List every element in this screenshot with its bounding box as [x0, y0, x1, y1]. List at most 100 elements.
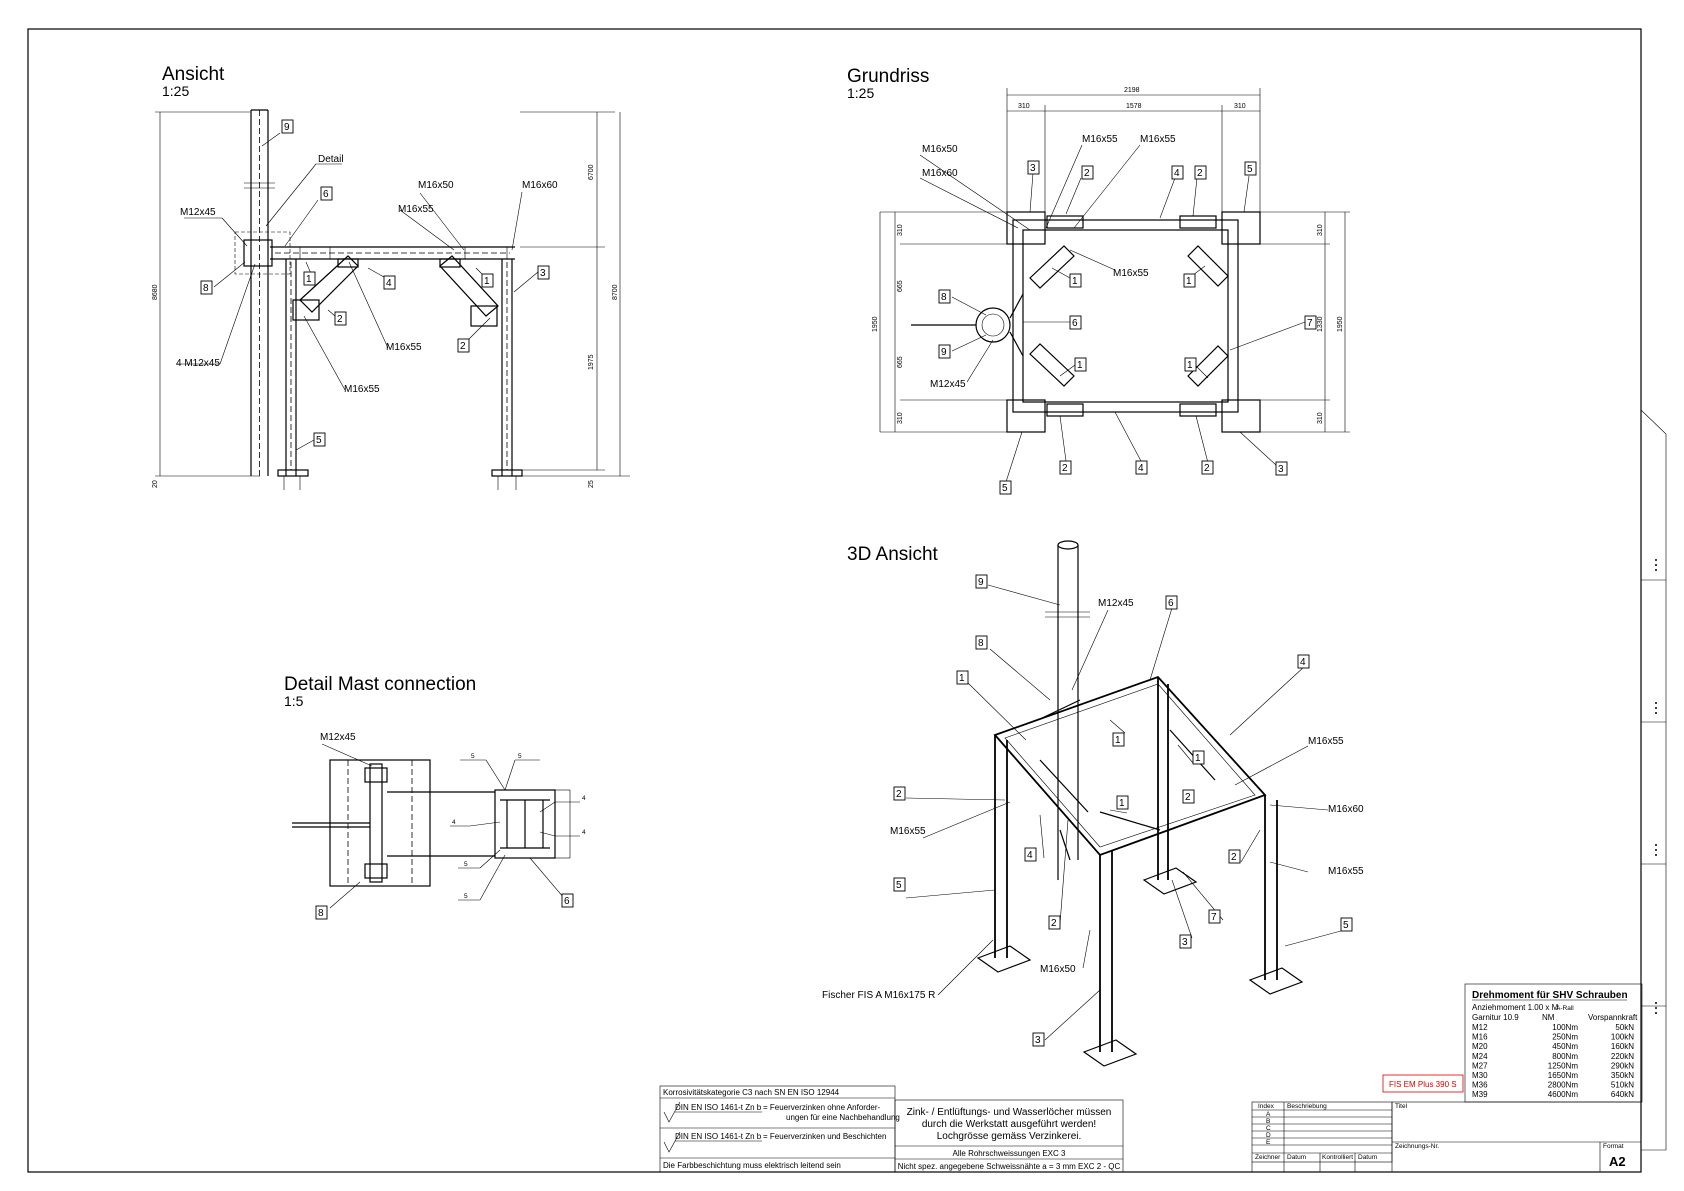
rev-e: E	[1266, 1139, 1271, 1146]
weld-5a: 5	[471, 753, 475, 760]
side-tabs	[1640, 409, 1667, 1151]
rev-datum2: Datum	[1358, 1154, 1377, 1161]
pos-4: 4	[386, 278, 392, 289]
dim-8680: 8680	[152, 284, 159, 300]
dim-310-left-a: 310	[897, 224, 904, 236]
iso-title: 3D Ansicht	[847, 544, 939, 565]
torque-cell: 800Nm	[1552, 1052, 1578, 1061]
adhesive-stamp: FIS EM Plus 390 S	[1382, 1074, 1464, 1093]
pos-6: 6	[1072, 318, 1078, 329]
note-din1-ref: DIN EN ISO 1461-t Zn b	[675, 1103, 762, 1112]
rev-d: D	[1266, 1132, 1271, 1139]
grundriss-frame	[911, 211, 1261, 433]
torque-cell: 50kN	[1615, 1023, 1634, 1032]
revision-table: Index Beschriebung A B C D E Zeichner Da…	[1251, 1101, 1393, 1172]
pos-1b: 1	[484, 276, 490, 287]
grundriss-title: Grundriss	[847, 66, 929, 87]
pos-3a: 3	[1030, 163, 1036, 174]
note-din1-text2: ungen für eine Nachbehandlung	[786, 1113, 900, 1122]
dim-1578: 1578	[1126, 103, 1142, 110]
iso-m16x55-a: M16x55	[1308, 736, 1344, 747]
weld-4b: 4	[582, 829, 586, 836]
torque-cell: M12	[1472, 1023, 1488, 1032]
rev-a: A	[1266, 1111, 1271, 1118]
tb-titel: Titel	[1395, 1103, 1408, 1110]
grundriss-scale: 1:25	[847, 85, 874, 101]
pos-8: 8	[978, 638, 984, 649]
detail-scale: 1:5	[284, 693, 304, 709]
dim-310-right-b: 310	[1317, 412, 1324, 424]
pos-3: 3	[540, 268, 546, 279]
weld-5c: 5	[464, 861, 468, 868]
dim-1975: 1975	[588, 354, 595, 370]
grundriss-m16x55-c: M16x55	[1113, 268, 1149, 279]
pos-6: 6	[1168, 598, 1174, 609]
dim-1950-right: 1950	[1337, 316, 1344, 332]
pos-1a: 1	[1072, 276, 1078, 287]
pos-6: 6	[323, 189, 329, 200]
torque-cell: 160kN	[1611, 1042, 1634, 1051]
view-grundriss: Grundriss 1:25	[847, 66, 1350, 495]
note-zink-1: Zink- / Entlüftungs- und Wasserlöcher mü…	[907, 1107, 1112, 1118]
rev-zeichner: Zeichner	[1255, 1154, 1281, 1161]
torque-cell: 100Nm	[1552, 1023, 1578, 1032]
dim-1330: 1330	[1317, 316, 1324, 332]
note-exc: Alle Rohrschweissungen EXC 3	[953, 1149, 1066, 1158]
pos-1b: 1	[1186, 276, 1192, 287]
dim-665-b: 665	[897, 356, 904, 368]
dim-310-left-b: 310	[897, 412, 904, 424]
ansicht-position-marks: 9 6 8 1 4 1 2 3 2 5	[200, 119, 550, 447]
ansicht-m16x55-b: M16x55	[386, 342, 422, 353]
rev-datum: Datum	[1287, 1154, 1306, 1161]
tab-dots	[1655, 559, 1657, 1014]
dim-25: 25	[588, 480, 595, 488]
grundriss-m16x55-a: M16x55	[1082, 134, 1118, 145]
pos-2a: 2	[337, 314, 343, 325]
torque-cell: M36	[1472, 1081, 1488, 1090]
weld-4a: 4	[582, 795, 586, 802]
view-detail-mast-connection: Detail Mast connection 1:5	[284, 674, 586, 920]
torque-cell: 4600Nm	[1548, 1090, 1579, 1099]
iso-m16x60: M16x60	[1328, 804, 1364, 815]
pos-4a: 4	[1174, 168, 1180, 179]
torque-table: Drehmoment für SHV Schrauben Anziehmomen…	[1464, 983, 1643, 1103]
pos-1a: 1	[306, 274, 312, 285]
note-zink-2: durch die Werkstatt ausgeführt werden!	[922, 1119, 1096, 1130]
view-ansicht: Ansicht 1:25	[152, 64, 630, 490]
ansicht-m16x60: M16x60	[522, 180, 558, 191]
pos-4a: 4	[1300, 657, 1306, 668]
torque-cell: 640kN	[1611, 1090, 1634, 1099]
notes-block: Korrosivitätskategorie C3 nach SN EN ISO…	[659, 1085, 1124, 1173]
note-zink-3: Lochgrösse gemäss Verzinkerei.	[937, 1131, 1082, 1142]
rev-c: C	[1266, 1125, 1271, 1132]
rev-h-index: Index	[1258, 1103, 1275, 1110]
ansicht-m16x55-c: M16x55	[344, 384, 380, 395]
grundriss-m16x60: M16x60	[922, 168, 958, 179]
iso-m12x45: M12x45	[1098, 598, 1134, 609]
note-din2-text: = Feuerverzinken und Beschichten	[763, 1132, 886, 1141]
grundriss-m12x45: M12x45	[930, 379, 966, 390]
weld-5b: 5	[518, 753, 522, 760]
torque-cell: 1650Nm	[1548, 1071, 1579, 1080]
ansicht-m16x55-a: M16x55	[398, 204, 434, 215]
ansicht-m16x50: M16x50	[418, 180, 454, 191]
dim-8700: 8700	[612, 284, 619, 300]
grundriss-m16x55-b: M16x55	[1140, 134, 1176, 145]
ansicht-mast	[244, 109, 275, 476]
pos-7: 7	[1307, 318, 1313, 329]
view-3d-ansicht: 3D Ansicht	[822, 540, 1364, 1067]
pos-1c: 1	[1077, 360, 1083, 371]
torque-cell: 250Nm	[1552, 1033, 1578, 1042]
grundriss-position-marks: 3 2 4 2 5 1 1 8 6 9 7 1 1 2 4 2 3 5	[938, 160, 1317, 495]
note-din1-text1: = Feuerverzinken ohne Anforder-	[763, 1103, 881, 1112]
iso-position-marks: 9 6 8 4 1 1 1 2 2 1 4 2 5 2 7 3 5 3	[893, 574, 1353, 1047]
torque-cell: 350kN	[1611, 1071, 1634, 1080]
pos-9: 9	[941, 347, 947, 358]
torque-subtitle: Anziehmoment 1.00 x M	[1472, 1003, 1559, 1012]
pos-2a: 2	[1084, 168, 1090, 179]
note-weld: Nicht spez. angegebene Schweissnähte a =…	[898, 1162, 1121, 1171]
iso-leaders	[905, 584, 1353, 1041]
pos-1b: 1	[1115, 735, 1121, 746]
stamp-text: FIS EM Plus 390 S	[1389, 1080, 1457, 1089]
